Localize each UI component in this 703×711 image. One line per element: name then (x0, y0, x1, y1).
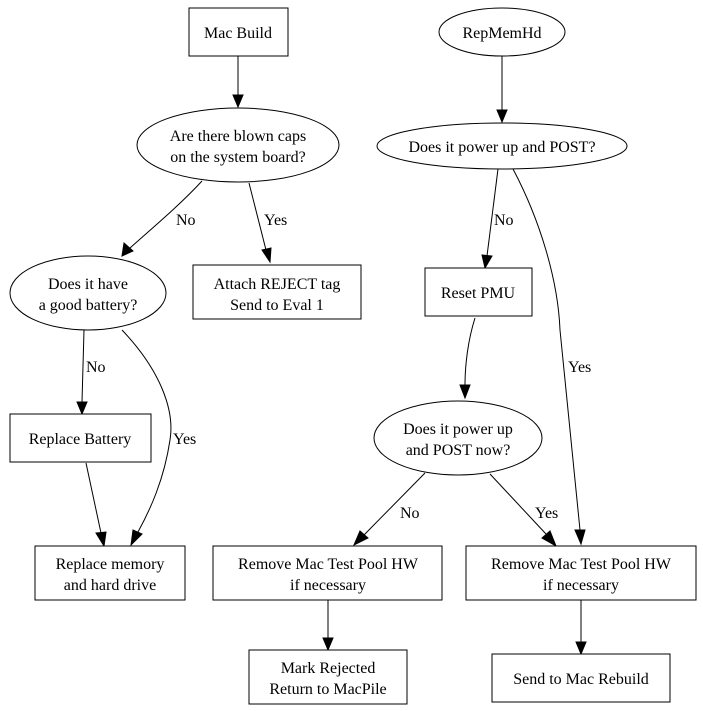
edge-label-yes: Yes (535, 505, 558, 522)
node-label: Replace memory (56, 556, 165, 573)
node-good-battery-decision: Does it have a good battery? (9, 255, 167, 331)
node-replace-battery: Replace Battery (9, 413, 152, 463)
node-label: Attach REJECT tag (214, 276, 341, 293)
node-label: Does it power up (403, 421, 513, 438)
arrowhead-icon (459, 384, 471, 400)
edge-power-post-now-to-remove-hw-left (363, 472, 426, 536)
node-label: Does it have (48, 276, 128, 293)
node-label: Send to Eval 1 (230, 297, 324, 314)
node-label: Remove Mac Test Pool HW (238, 556, 419, 573)
arrowhead-icon (322, 637, 334, 652)
node-label: Return to MacPile (269, 681, 386, 698)
arrowhead-icon (541, 530, 557, 548)
node-remove-hw-right: Remove Mac Test Pool HW if necessary (465, 545, 697, 601)
edge-label-yes: Yes (173, 431, 196, 448)
node-label: Mark Rejected (281, 660, 376, 677)
edge-label-no: No (400, 505, 420, 522)
node-attach-reject: Attach REJECT tag Send to Eval 1 (192, 264, 362, 320)
edge-label-no: No (176, 212, 196, 229)
node-label: Does it power up and POST? (408, 139, 595, 156)
node-label: Remove Mac Test Pool HW (491, 556, 672, 573)
edge-good-battery-to-replace-mem-hd (121, 329, 172, 533)
arrowhead-icon (232, 94, 244, 109)
arrowhead-icon (481, 254, 493, 270)
node-label: Mac Build (204, 25, 272, 42)
edge-power-post-now-to-remove-hw-right (489, 473, 547, 535)
node-remove-hw-left: Remove Mac Test Pool HW if necessary (212, 545, 443, 601)
arrowhead-icon (121, 242, 134, 257)
node-label: and hard drive (64, 577, 156, 594)
arrowhead-icon (496, 109, 508, 124)
edge-power-post-to-remove-hw-right (512, 168, 581, 531)
node-label: if necessary (543, 577, 619, 594)
node-label: on the system board? (170, 149, 306, 166)
edge-blown-caps-to-attach-reject (248, 182, 267, 251)
arrowhead-icon (76, 401, 88, 416)
arrowhead-icon (130, 529, 143, 547)
node-label: Reset PMU (441, 285, 516, 302)
edge-label-no: No (86, 359, 106, 376)
node-label: RepMemHd (462, 25, 541, 42)
edge-blown-caps-to-good-battery (129, 180, 203, 249)
node-label: Send to Mac Rebuild (513, 671, 649, 688)
node-mark-rejected: Mark Rejected Return to MacPile (248, 649, 408, 705)
node-label: a good battery? (39, 297, 138, 314)
node-power-post-decision: Does it power up and POST? (376, 122, 628, 170)
edge-label-yes: Yes (264, 212, 287, 229)
node-label: if necessary (290, 577, 366, 594)
arrowhead-icon (353, 530, 369, 547)
node-blown-caps-decision: Are there blown caps on the system board… (136, 107, 340, 183)
node-reset-pmu: Reset PMU (424, 267, 533, 317)
node-label: Are there blown caps (170, 128, 306, 145)
node-mac-build: Mac Build (188, 7, 289, 57)
node-repmemhd-start: RepMemHd (438, 7, 566, 57)
node-send-rebuild: Send to Mac Rebuild (491, 653, 671, 703)
arrowhead-icon (575, 641, 587, 656)
arrowhead-icon (261, 247, 272, 264)
edge-reset-pmu-to-power-post-now (464, 317, 476, 386)
node-replace-mem-hd: Replace memory and hard drive (34, 545, 186, 601)
edge-label-no: No (494, 212, 514, 229)
node-label: Replace Battery (29, 431, 132, 448)
edges-layer: No Yes No Yes No Yes No Yes (76, 56, 591, 656)
node-power-post-now-decision: Does it power up and POST now? (373, 400, 543, 476)
arrowhead-icon (95, 531, 107, 548)
arrowhead-icon (574, 529, 586, 546)
edge-replace-battery-to-replace-mem-hd (85, 462, 102, 534)
edge-power-post-to-reset-pmu (486, 168, 499, 257)
node-label: and POST now? (406, 442, 511, 459)
edge-good-battery-to-replace-battery (81, 329, 85, 403)
edge-label-yes: Yes (568, 359, 591, 376)
